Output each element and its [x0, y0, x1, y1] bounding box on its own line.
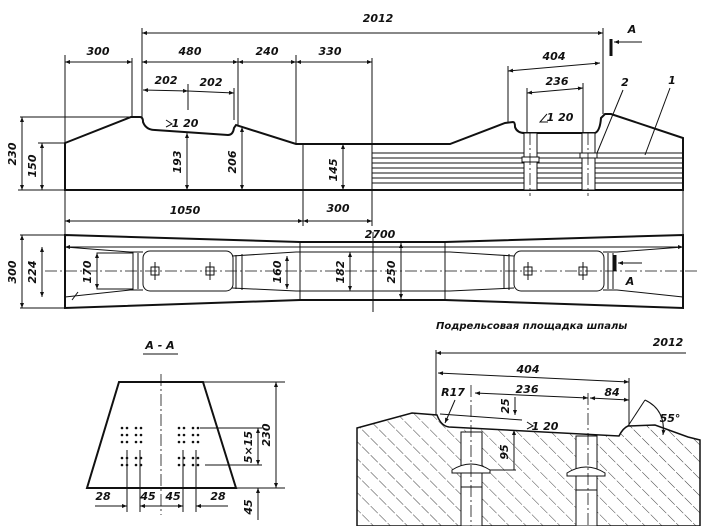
- plan-view: 300 224 170 160 182 250: [6, 232, 700, 312]
- dim-detail-25: 25: [499, 398, 512, 414]
- bolt-holes: [150, 262, 588, 280]
- dim-plan-182: 182: [334, 260, 347, 283]
- detail-title: Подрельсовая площадка шпалы: [436, 321, 627, 332]
- dim-plan-300: 300: [6, 260, 19, 283]
- concrete-section: [356, 412, 701, 526]
- incline-label-right: 1 20: [547, 111, 574, 124]
- dim-wire-grid: 5×15: [242, 431, 255, 464]
- dim-206: 206: [226, 150, 239, 173]
- detail-bolts: [451, 385, 606, 526]
- dim-section-45-left: 45: [139, 490, 156, 503]
- elevation-view: 2012 300 480 240 330 202 202 1 20 404 23…: [6, 12, 684, 288]
- dim-section-45-v: 45: [242, 499, 255, 516]
- dim-detail-236: 236: [516, 383, 539, 396]
- dim-2700: 2700: [365, 228, 396, 241]
- dim-detail-84: 84: [604, 386, 619, 399]
- embedded-bolts: [521, 132, 598, 196]
- dim-330: 330: [319, 45, 342, 58]
- section-marker-bottom: A: [613, 255, 642, 288]
- dim-section-28-right: 28: [210, 490, 226, 503]
- callout-1: 1: [668, 74, 676, 87]
- section-marker-top: A: [609, 23, 642, 56]
- dim-480: 480: [178, 45, 202, 58]
- section-label-a-top: A: [627, 23, 637, 36]
- rail-seat-detail: Подрельсовая площадка шпалы 2012 404 236…: [356, 321, 701, 526]
- dim-1050: 1050: [170, 204, 201, 217]
- dim-detail-404: 404: [516, 363, 540, 376]
- dim-section-28-left: 28: [95, 490, 111, 503]
- dim-plan-224: 224: [26, 261, 39, 284]
- dim-300-left: 300: [87, 45, 110, 58]
- dim-plan-170: 170: [81, 260, 94, 283]
- detail-incline-label: 1 20: [532, 420, 559, 433]
- dim-193: 193: [171, 150, 184, 173]
- sleeper-profile: [64, 113, 684, 191]
- dim-202-b: 202: [200, 76, 223, 89]
- dim-detail-2012: 2012: [653, 336, 684, 349]
- dim-404: 404: [542, 50, 566, 63]
- section-title: A - A: [144, 339, 174, 352]
- dim-plan-160: 160: [271, 260, 284, 283]
- dim-section-45-right: 45: [164, 490, 181, 503]
- wire-pattern: [120, 426, 200, 467]
- dim-240: 240: [256, 45, 279, 58]
- callout-2: 2: [621, 76, 629, 89]
- dim-plan-250: 250: [385, 260, 398, 283]
- dim-detail-r17: R17: [441, 386, 465, 399]
- dim-236: 236: [546, 75, 569, 88]
- incline-label-left: 1 20: [172, 117, 199, 130]
- dim-detail-angle: 55°: [660, 412, 681, 425]
- dim-230: 230: [6, 142, 19, 165]
- section-label-a-bottom: A: [625, 275, 635, 288]
- dim-202-a: 202: [155, 74, 178, 87]
- dim-300-mid: 300: [327, 202, 350, 215]
- dim-detail-95: 95: [498, 444, 511, 460]
- dim-2012: 2012: [363, 12, 394, 25]
- dim-150: 150: [26, 154, 39, 177]
- section-a-a: A - A 230 5×15 45 28 45 45: [85, 339, 285, 520]
- dim-145: 145: [327, 158, 340, 181]
- dim-section-230: 230: [260, 423, 273, 446]
